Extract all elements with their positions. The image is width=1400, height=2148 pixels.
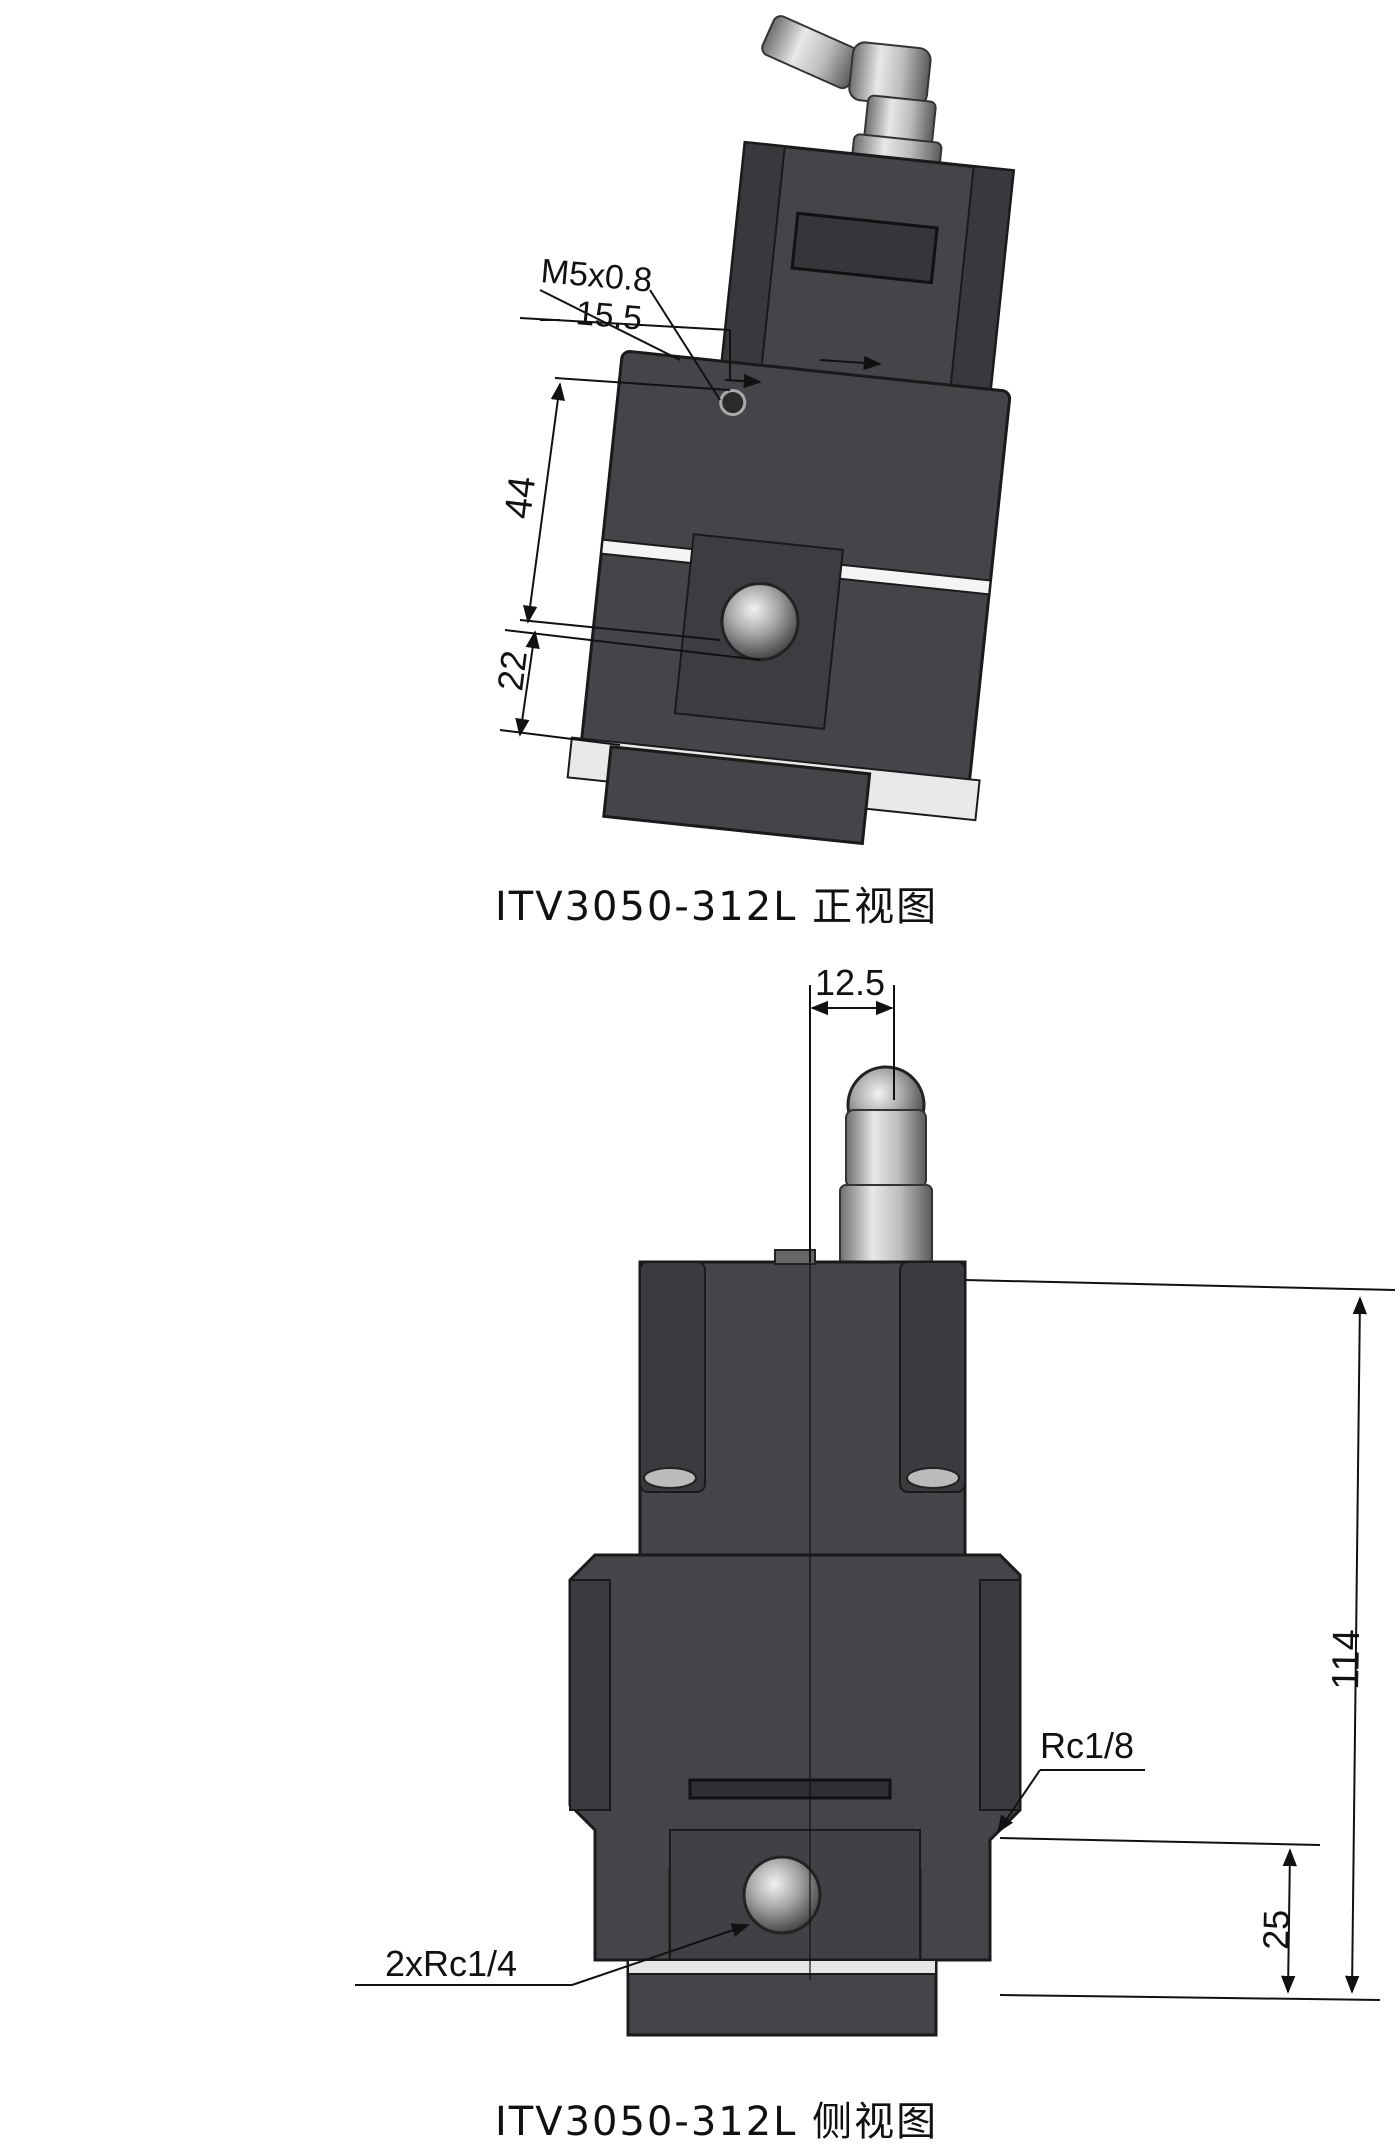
height-lower-label: 22	[489, 648, 535, 693]
side-view-caption: ITV3050-312L 侧视图	[495, 2099, 938, 2145]
m5-port-icon	[719, 389, 747, 417]
front-view-caption: ITV3050-312L 正视图	[495, 884, 938, 930]
total-height-label: 114	[1325, 1629, 1368, 1690]
side-dimensions	[355, 985, 1396, 2001]
port-height-label: 25	[1255, 1909, 1297, 1950]
front-view	[566, 15, 1016, 846]
connector-offset-label: 12.5	[815, 962, 885, 1003]
side-view	[568, 1065, 1022, 2037]
gauge-port-label: Rc1/8	[1040, 1725, 1134, 1766]
height-upper-label: 44	[497, 474, 544, 521]
connector	[839, 1065, 933, 1266]
offset-label: 15.5	[574, 294, 643, 338]
thread-label: M5x0.8	[539, 252, 653, 300]
main-port-icon	[742, 1855, 822, 1935]
display-window	[790, 211, 939, 285]
main-ports-label: 2xRc1/4	[385, 1943, 517, 1984]
front-dimensions	[499, 289, 882, 746]
